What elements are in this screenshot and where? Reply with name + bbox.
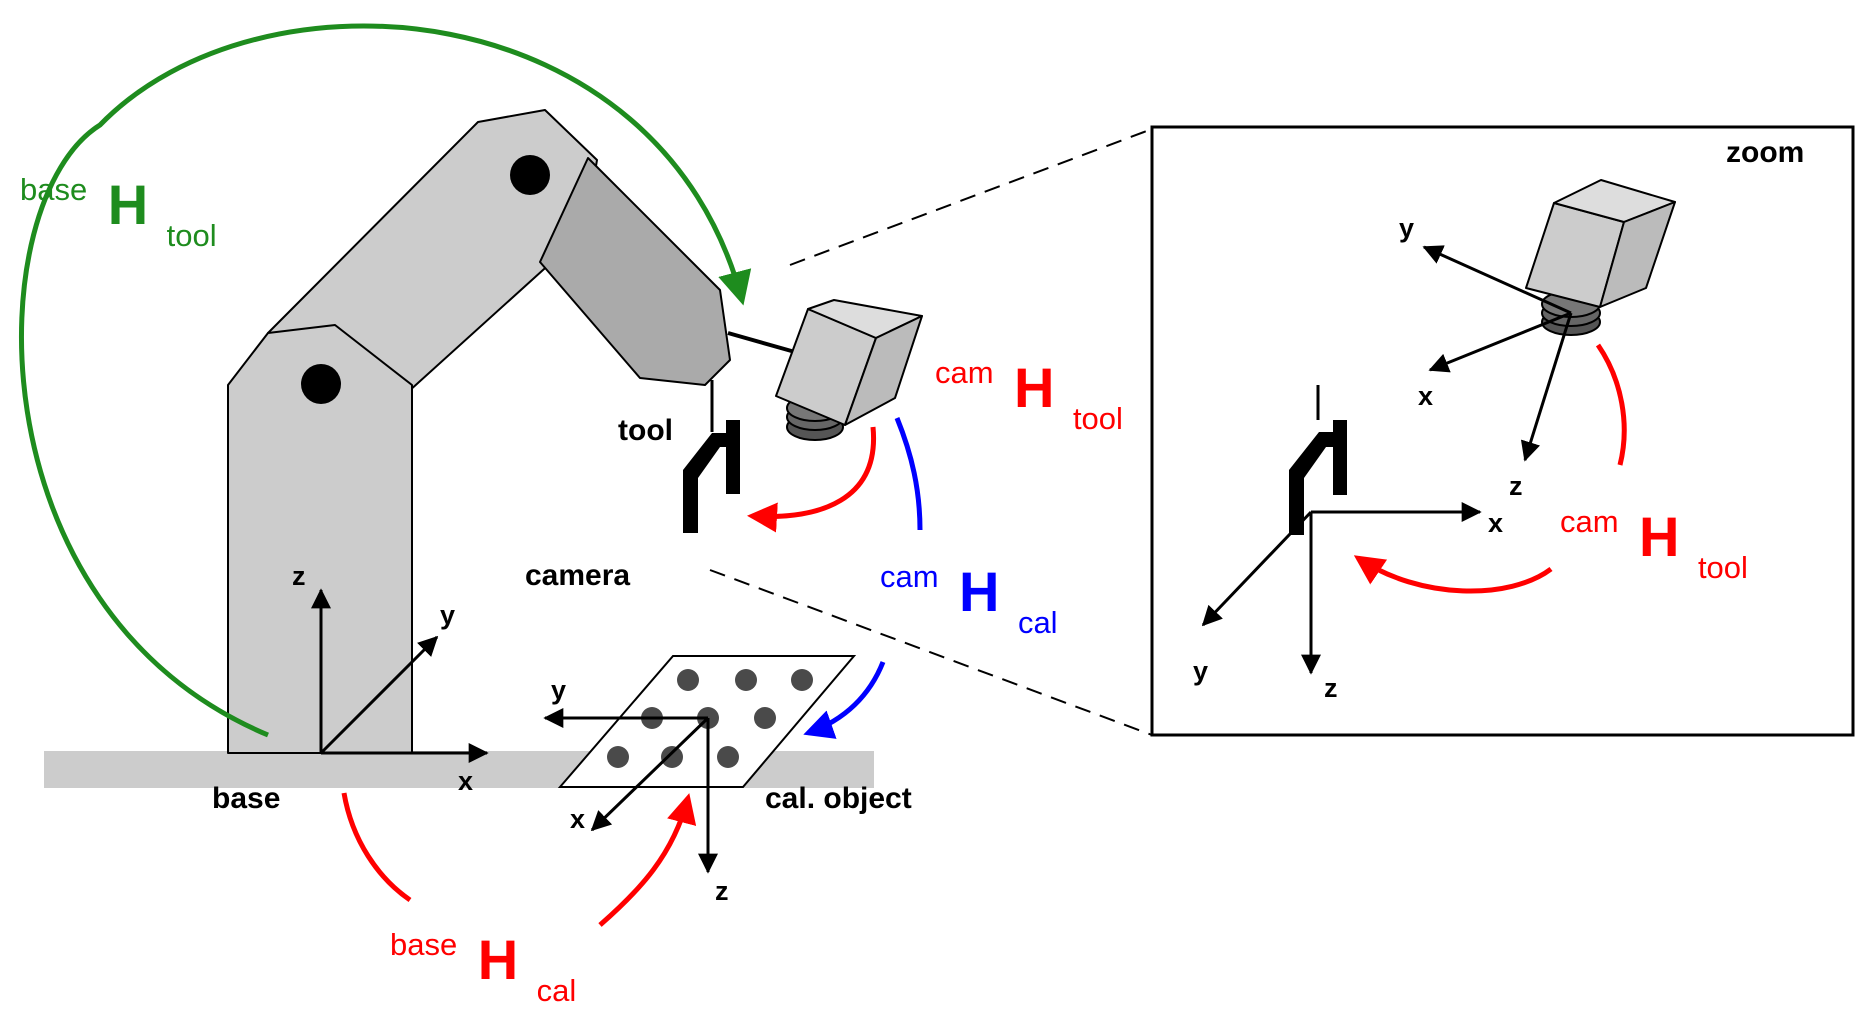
shoulder-joint xyxy=(301,364,341,404)
cal-object-label: cal. object xyxy=(765,782,912,815)
base-axis-y: y xyxy=(440,600,455,630)
zoom-camera-icon xyxy=(1525,179,1676,336)
zoom-box xyxy=(1150,125,1855,737)
base-h-cal-arrow-right xyxy=(598,793,697,927)
zoom-tool-axis-y: y xyxy=(1193,656,1208,686)
base-h-tool-label: base H tool xyxy=(20,172,217,253)
cal-axis-y: y xyxy=(551,675,566,705)
zoom-connector-bottom xyxy=(709,569,1153,736)
cal-axis-x: x xyxy=(570,804,585,834)
zoom-connector-top xyxy=(789,128,1153,266)
cam-h-tool-label: cam H tool xyxy=(935,355,1123,436)
base-h-tool-arrow xyxy=(18,23,752,738)
robot-arm-icon xyxy=(227,109,731,754)
base-frame-axes xyxy=(311,588,489,763)
zoom-cam-h-tool-label: cam H tool xyxy=(1560,504,1748,585)
zoom-cam-axis-z: z xyxy=(1509,471,1523,501)
zoom-cam-axis-x: x xyxy=(1418,381,1433,411)
cal-frame-axes xyxy=(543,708,718,874)
zoom-label: zoom xyxy=(1726,136,1804,169)
tool-label: tool xyxy=(618,414,673,447)
cam-h-tool-arrow xyxy=(747,426,877,533)
zoom-cam-h-tool-arrow-upper xyxy=(1595,343,1627,466)
cal-axis-z: z xyxy=(715,876,729,906)
base-h-cal-arrow-left xyxy=(341,792,412,903)
base-label: base xyxy=(212,782,280,815)
zoom-tool-axis-x: x xyxy=(1488,508,1503,538)
cam-h-cal-arrow-upper xyxy=(894,417,923,531)
base-axis-z: z xyxy=(292,561,306,591)
zoom-tool-axis-z: z xyxy=(1324,673,1338,703)
zoom-cam-h-tool-arrow-lower xyxy=(1353,555,1553,594)
base-h-cal-label: base H cal xyxy=(390,927,576,1008)
camera-icon xyxy=(775,299,923,441)
gripper-icon xyxy=(683,420,740,533)
elbow-joint xyxy=(510,155,550,195)
zoom-tool-frame-axes xyxy=(1201,502,1482,675)
cam-h-cal-arrow-lower xyxy=(803,661,886,739)
zoom-cam-axis-y: y xyxy=(1399,213,1414,243)
zoom-gripper-icon xyxy=(1289,420,1347,535)
cam-h-cal-label: cam H cal xyxy=(880,559,1058,640)
camera-mount-rod xyxy=(727,331,796,354)
zoom-cam-frame-axes xyxy=(1422,245,1573,462)
base-axis-x: x xyxy=(458,766,473,796)
camera-label: camera xyxy=(525,559,630,592)
